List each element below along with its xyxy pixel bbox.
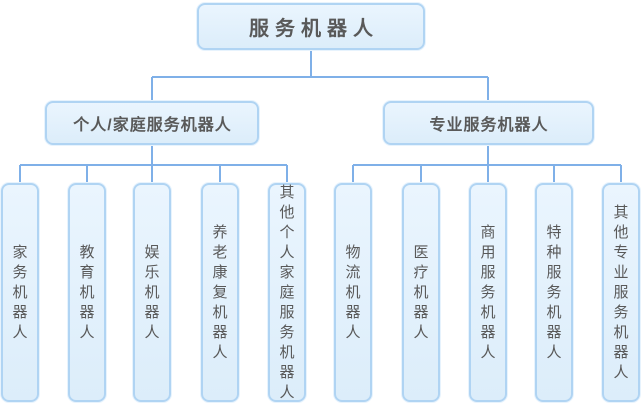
leaf-node-label: 其他个人家庭服务机器人: [279, 183, 295, 401]
leaf-node-medical: 医疗机器人: [402, 183, 440, 402]
leaf-node-eldercare-rehab: 养老康复机器人: [201, 183, 239, 402]
leaf-node-other-personal-home: 其他个人家庭服务机器人: [268, 183, 306, 402]
left-branch-connector: [19, 145, 288, 183]
branch-node-label: 专业服务机器人: [429, 117, 549, 134]
leaf-node-label: 商用服务机器人: [480, 223, 496, 361]
branch-node-professional: 专业服务机器人: [383, 101, 594, 145]
leaf-node-label: 家务机器人: [12, 243, 28, 341]
right-branch-connector: [352, 145, 622, 183]
branch-node-personal-home: 个人/家庭服务机器人: [45, 101, 259, 145]
leaf-node-education: 教育机器人: [68, 183, 106, 402]
leaf-node-label: 教育机器人: [79, 243, 95, 341]
root-node: 服务机器人: [197, 3, 425, 50]
branch-node-label: 个人/家庭服务机器人: [73, 117, 232, 134]
leaf-node-label: 物流机器人: [345, 243, 361, 341]
leaf-node-label: 医疗机器人: [413, 243, 429, 341]
leaf-node-label: 特种服务机器人: [546, 223, 562, 361]
leaf-node-commercial-service: 商用服务机器人: [469, 183, 507, 402]
leaf-node-label: 养老康复机器人: [212, 223, 228, 361]
leaf-node-other-professional: 其他专业服务机器人: [602, 183, 640, 402]
root-node-label: 服务机器人: [249, 18, 379, 40]
leaf-node-entertainment: 娱乐机器人: [133, 183, 171, 402]
leaf-node-housework: 家务机器人: [1, 183, 39, 402]
leaf-node-label: 娱乐机器人: [144, 243, 160, 341]
leaf-node-special-service: 特种服务机器人: [535, 183, 573, 402]
root-connector: [151, 50, 489, 101]
leaf-node-logistics: 物流机器人: [334, 183, 372, 402]
leaf-node-label: 其他专业服务机器人: [613, 203, 629, 381]
